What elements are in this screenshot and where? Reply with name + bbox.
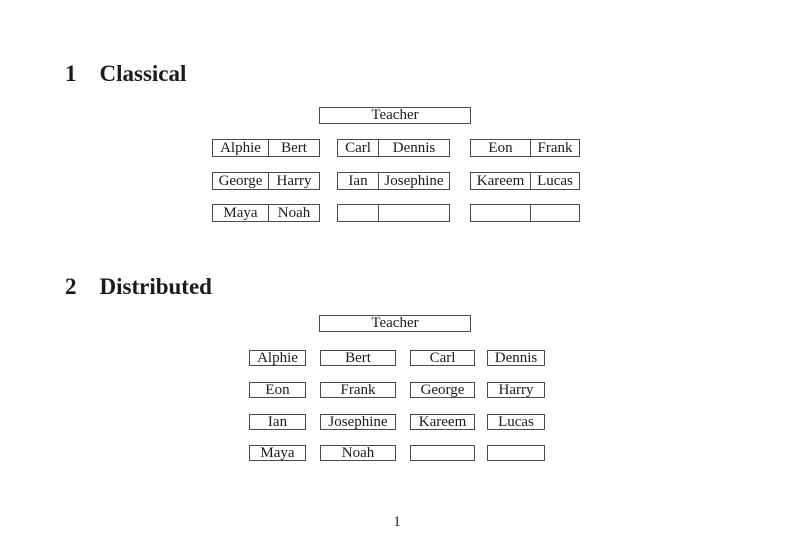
teacher-box-classical: Teacher: [319, 107, 471, 124]
distributed-seat-15-empty: [410, 445, 475, 461]
desk-seat-right: Frank: [537, 140, 573, 156]
desk-seat-right: Harry: [276, 173, 312, 189]
desk-seat-right: Josephine: [384, 173, 444, 189]
classical-desk-3: Eon Frank: [470, 139, 580, 157]
desk-seat-left: Ian: [338, 173, 379, 189]
distributed-seat-5: Eon: [249, 382, 306, 398]
page-number: 1: [393, 514, 401, 530]
classical-desk-7: Maya Noah: [212, 204, 320, 222]
classical-desk-8-empty: [337, 204, 450, 222]
distributed-seat-3: Carl: [410, 350, 475, 366]
desk-seat-left: Eon: [471, 140, 531, 156]
desk-seat-left: George: [213, 173, 269, 189]
distributed-seat-6: Frank: [320, 382, 396, 398]
distributed-seat-16-empty: [487, 445, 545, 461]
teacher-label-classical: Teacher: [371, 107, 419, 123]
desk-seat-right: Noah: [277, 205, 311, 221]
desk-seat-left: [338, 205, 379, 221]
section-title-distributed: Distributed: [99, 274, 212, 299]
classical-desk-1: Alphie Bert: [212, 139, 320, 157]
classical-desk-5: Ian Josephine: [337, 172, 450, 190]
distributed-seat-8: Harry: [487, 382, 545, 398]
classical-desk-9-empty: [470, 204, 580, 222]
desk-seat-right: [531, 205, 579, 221]
desk-seat-left: Carl: [338, 140, 379, 156]
desk-seat-left: Alphie: [213, 140, 269, 156]
section-heading-distributed: 2 Distributed: [65, 275, 212, 298]
distributed-seat-13: Maya: [249, 445, 306, 461]
section-heading-classical: 1 Classical: [65, 62, 186, 85]
desk-seat-right: Lucas: [537, 173, 573, 189]
distributed-seat-1: Alphie: [249, 350, 306, 366]
desk-seat-left: Kareem: [471, 173, 531, 189]
classical-desk-4: George Harry: [212, 172, 320, 190]
distributed-seat-11: Kareem: [410, 414, 475, 430]
distributed-seat-2: Bert: [320, 350, 396, 366]
distributed-seat-10: Josephine: [320, 414, 396, 430]
teacher-label-distributed: Teacher: [371, 315, 419, 331]
section-number-distributed: 2: [65, 274, 77, 299]
desk-seat-right: Bert: [281, 140, 307, 156]
desk-seat-right: Dennis: [392, 140, 436, 156]
classical-desk-6: Kareem Lucas: [470, 172, 580, 190]
distributed-seat-9: Ian: [249, 414, 306, 430]
teacher-box-distributed: Teacher: [319, 315, 471, 332]
desk-seat-right: [379, 205, 449, 221]
distributed-seat-14: Noah: [320, 445, 396, 461]
section-number-classical: 1: [65, 61, 77, 86]
section-title-classical: Classical: [99, 61, 187, 86]
distributed-seat-7: George: [410, 382, 475, 398]
desk-seat-left: [471, 205, 531, 221]
distributed-seat-12: Lucas: [487, 414, 545, 430]
classical-desk-2: Carl Dennis: [337, 139, 450, 157]
desk-seat-left: Maya: [213, 205, 269, 221]
distributed-seat-4: Dennis: [487, 350, 545, 366]
